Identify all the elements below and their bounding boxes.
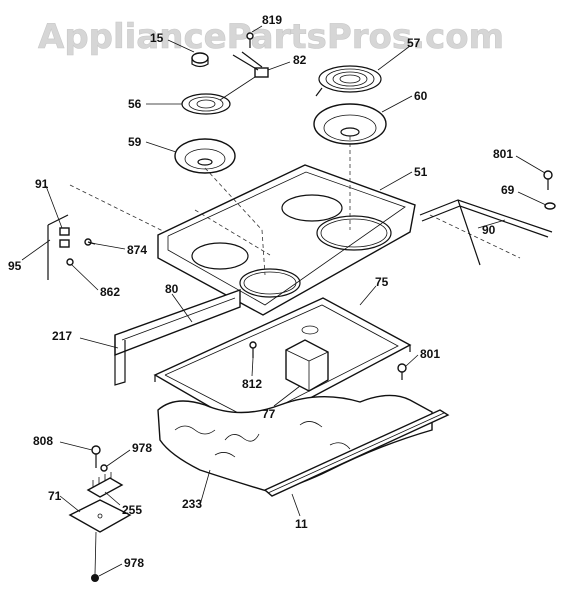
switch-block-part-77 <box>285 339 329 392</box>
label-801-upper: 801 <box>493 147 513 161</box>
label-15: 15 <box>150 31 164 45</box>
screw-part-862 <box>66 258 74 266</box>
receptacle-part-82 <box>219 51 269 101</box>
label-56: 56 <box>128 97 142 111</box>
label-60: 60 <box>414 89 428 103</box>
label-801-lower: 801 <box>420 347 440 361</box>
label-75: 75 <box>375 275 389 289</box>
label-812: 812 <box>242 377 262 391</box>
screw-part-801-upper <box>543 170 553 190</box>
rod-part-90 <box>419 199 553 266</box>
cooktop-part-51 <box>157 164 416 316</box>
screw-part-808 <box>91 445 101 468</box>
label-978-lower: 978 <box>124 556 144 570</box>
surface-element-part-57 <box>315 65 382 97</box>
drip-pan-part-60 <box>313 103 387 230</box>
knob-part-15 <box>191 52 209 68</box>
mounting-plate-part-71 <box>68 499 132 533</box>
terminal-block-part-255 <box>86 472 124 498</box>
label-862: 862 <box>100 285 120 299</box>
label-91: 91 <box>35 177 49 191</box>
clip-part-69 <box>544 202 556 210</box>
label-808: 808 <box>33 434 53 448</box>
screw-part-819 <box>246 32 254 48</box>
part-labels: 15 819 57 82 56 60 59 51 801 69 91 90 87… <box>8 13 515 570</box>
label-90: 90 <box>482 223 496 237</box>
label-95: 95 <box>8 259 22 273</box>
label-874: 874 <box>127 243 147 257</box>
leader-lines <box>21 25 547 577</box>
bracket-part-91 <box>47 214 70 280</box>
label-80: 80 <box>165 282 179 296</box>
screw-part-874 <box>84 238 96 246</box>
label-51: 51 <box>414 165 428 179</box>
label-819: 819 <box>262 13 282 27</box>
label-255: 255 <box>122 503 142 517</box>
label-59: 59 <box>128 135 142 149</box>
label-233: 233 <box>182 497 202 511</box>
washer-part-978-upper <box>100 464 108 472</box>
watermark-text: AppliancePartsPros.com <box>38 17 504 57</box>
label-77: 77 <box>262 407 276 421</box>
screw-part-801-lower <box>397 363 407 380</box>
label-57: 57 <box>407 36 421 50</box>
label-71: 71 <box>48 489 62 503</box>
washer-part-978-lower <box>91 574 99 582</box>
drip-pan-part-59 <box>174 138 266 276</box>
front-trim-part-11 <box>263 409 450 497</box>
label-82: 82 <box>293 53 307 67</box>
label-978-upper: 978 <box>132 441 152 455</box>
side-rail-part-80 <box>114 289 241 386</box>
label-11: 11 <box>295 517 308 531</box>
screw-part-812 <box>249 341 257 358</box>
label-217: 217 <box>52 329 72 343</box>
label-69: 69 <box>501 183 515 197</box>
insulation-part-233 <box>157 394 433 493</box>
surface-element-part-56 <box>181 93 231 115</box>
